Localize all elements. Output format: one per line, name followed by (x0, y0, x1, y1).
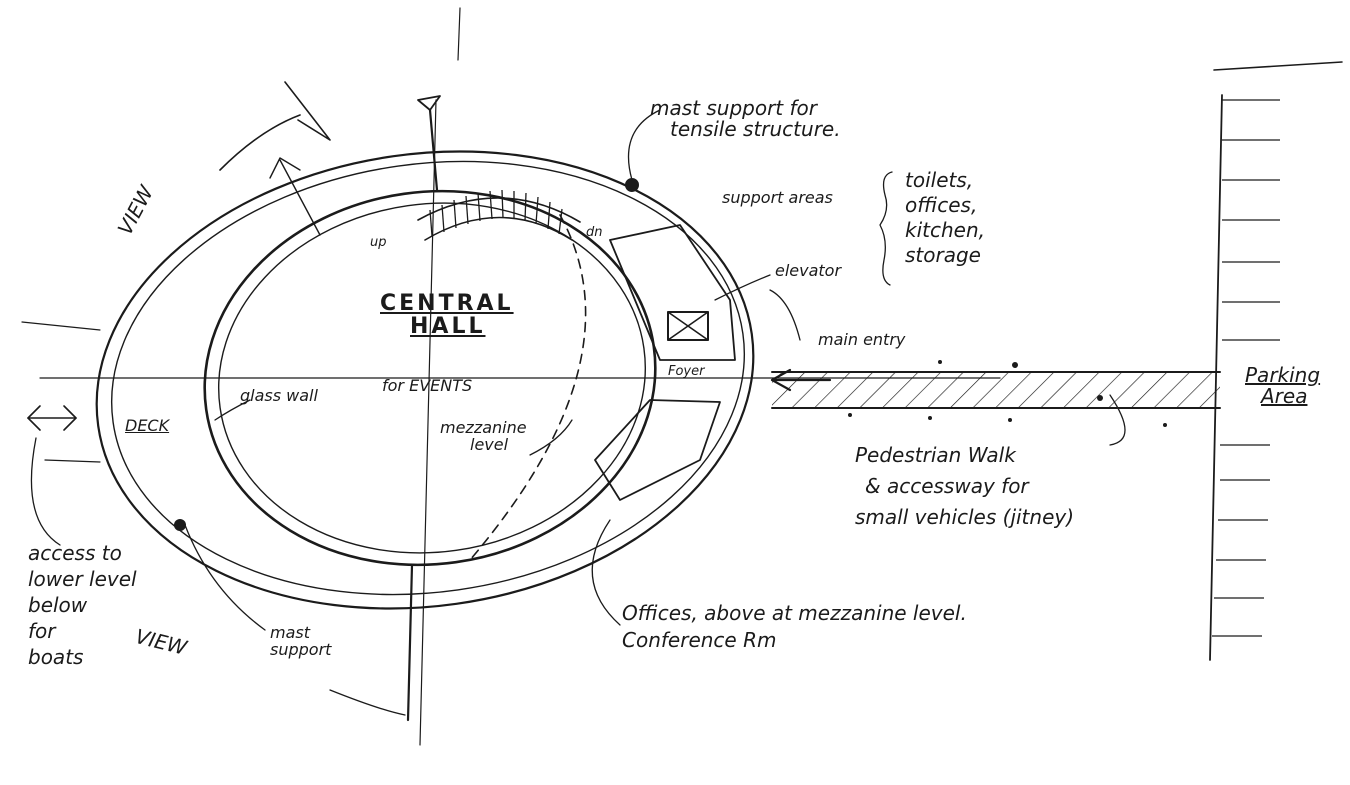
glass-wall-label: glass wall (240, 386, 318, 405)
pedestrian-walkway (770, 360, 1221, 427)
access-line3: below (28, 593, 88, 617)
access-lower-level-label: access to lower level below for boats (28, 540, 137, 670)
pedestrian-line3: small vehicles (jitney) (855, 505, 1075, 529)
support-item-offices: offices, (905, 193, 978, 217)
pedestrian-walk-label: Pedestrian Walk & accessway for small ve… (855, 440, 1074, 533)
deck-label: DECK (125, 416, 170, 435)
elevator-label: elevator (775, 261, 842, 280)
support-areas-block (609, 224, 736, 361)
mast-support-dot-left (174, 519, 186, 531)
pedestrian-line1: Pedestrian Walk (855, 443, 1016, 467)
central-hall-label: CENTRAL HALL (380, 292, 514, 338)
axis-tick-left (21, 321, 101, 331)
elevator-box (667, 311, 709, 341)
access-line2: lower level (28, 567, 137, 591)
double-arrow-left (27, 405, 77, 431)
access-line4: for (28, 619, 56, 643)
vertical-axis-top (457, 7, 461, 61)
support-areas-list: toilets, offices, kitchen, storage (905, 168, 985, 268)
mezzanine-edge (469, 214, 587, 561)
support-areas-label: support areas (722, 188, 833, 207)
support-item-kitchen: kitchen, (905, 218, 985, 242)
mast-support-dot (625, 178, 639, 192)
central-hall-line2: HALL (410, 314, 486, 340)
mast-support-label: mast support (270, 623, 332, 659)
mast-support-line1: mast (270, 623, 310, 642)
access-line1: access to (28, 541, 122, 565)
mast-support-line2: support (270, 639, 332, 659)
vertical-axis-line (419, 99, 437, 746)
foyer-label: Foyer (668, 364, 705, 379)
deck-ring (95, 150, 755, 610)
mast-tensile-line1: mast support for (650, 96, 818, 120)
stairs (417, 189, 581, 241)
mast-top (417, 95, 441, 192)
mast-bottom (406, 563, 414, 722)
mezzanine-line1: mezzanine (440, 418, 527, 437)
offices-mezzanine-label: Offices, above at mezzanine level. Confe… (622, 600, 967, 654)
support-item-storage: storage (905, 243, 981, 267)
main-entry-arrow (770, 368, 832, 392)
mast-support-tensile-label: mast support for tensile structure. (650, 98, 841, 140)
parking-area-label: Parking Area (1245, 365, 1320, 407)
access-line5: boats (28, 645, 84, 669)
main-entry-label: main entry (818, 330, 906, 349)
offices-line2: Conference Rm (622, 628, 777, 652)
dn-label: dn (586, 225, 603, 240)
view-arrow (219, 81, 331, 236)
parking-line2: Area (1261, 384, 1308, 408)
parking-line1: Parking (1245, 363, 1321, 387)
mast-tensile-line2: tensile structure. (670, 117, 841, 141)
axis-tick-left-lower (44, 459, 101, 463)
offices-line1: Offices, above at mezzanine level. (622, 601, 967, 625)
central-hall-line1: CENTRAL (380, 291, 514, 316)
mezzanine-level-label: mezzanine level (440, 418, 527, 454)
for-events-label: for EVENTS (382, 376, 473, 395)
offices-block (594, 399, 721, 501)
up-label: up (370, 235, 387, 250)
support-item-toilets: toilets, (905, 168, 974, 192)
parking-area (1209, 61, 1343, 661)
leader-lines (30, 109, 1126, 716)
mezzanine-line2: level (470, 434, 509, 454)
pedestrian-line2: & accessway for (865, 474, 1029, 498)
